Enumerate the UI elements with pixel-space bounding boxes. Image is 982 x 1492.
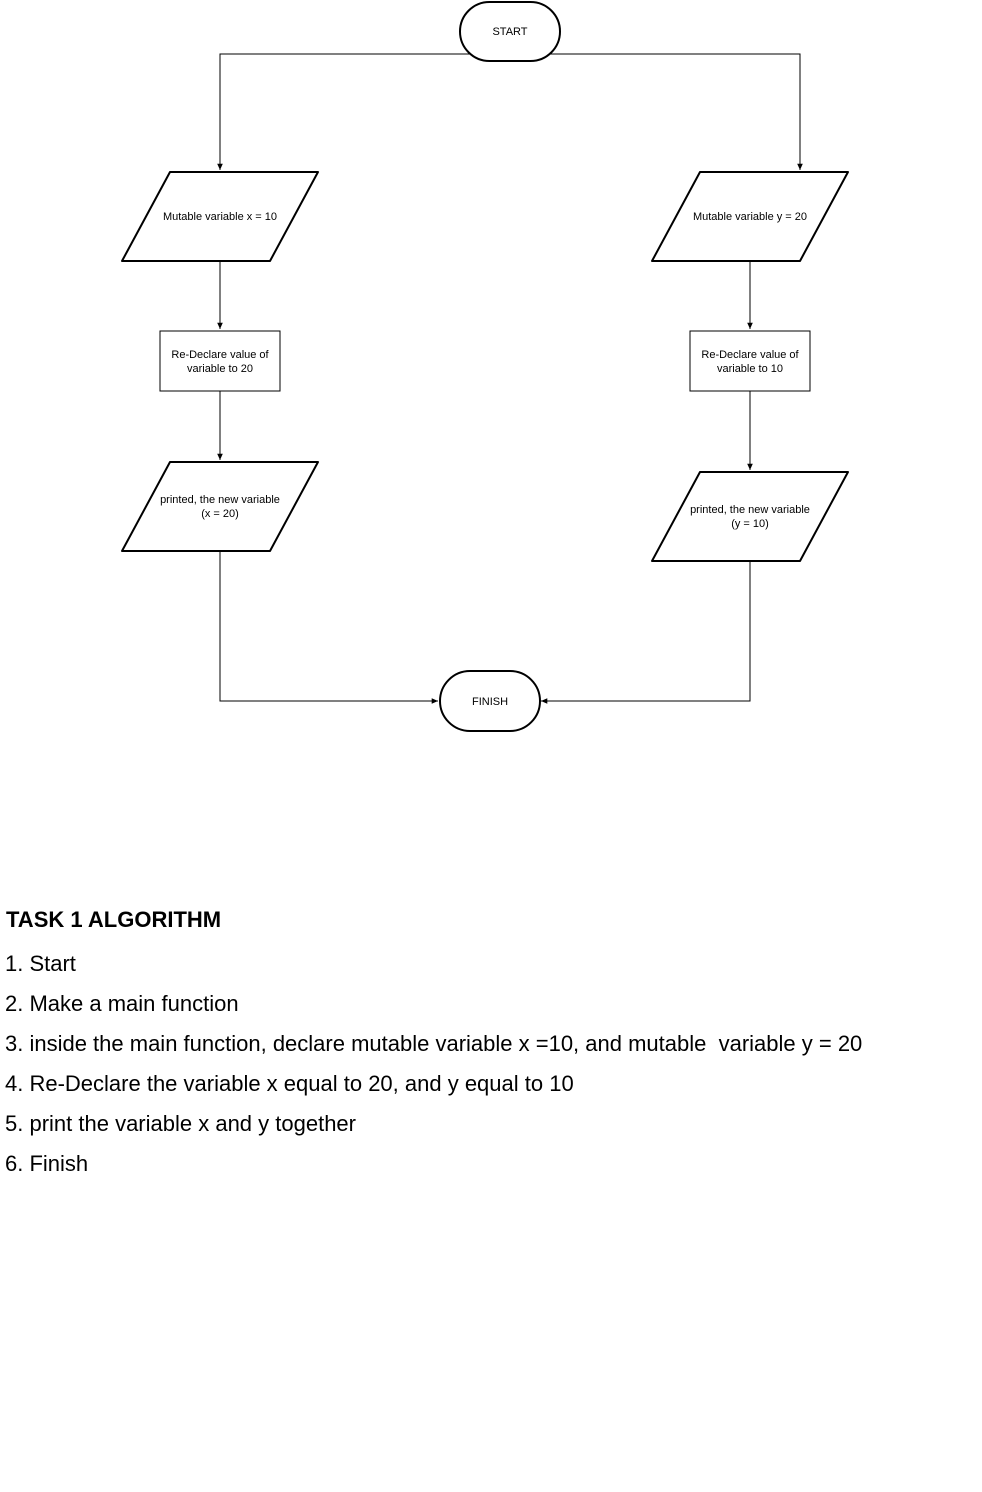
algorithm-step: 3. inside the main function, declare mut… [5,1031,863,1056]
input-label-x: Mutable variable x = 10 [163,211,277,223]
connector-start-left [217,53,470,170]
input-label-y: Mutable variable y = 20 [693,211,807,223]
input-node-x: Mutable variable x = 10 [121,171,319,262]
algorithm-step: 4. Re-Declare the variable x equal to 20… [5,1071,574,1096]
output-label-x-line2: (x = 20) [201,508,239,520]
output-label-x-line1: printed, the new variable [160,494,280,506]
process-node-x: Re-Declare value of variable to 20 [159,330,281,392]
process-label-x-line1: Re-Declare value of [171,349,269,361]
connector-start-right [550,53,803,170]
process-label-x-line2: variable to 20 [187,363,253,375]
algorithm-step: 2. Make a main function [5,991,239,1016]
algorithm-section: TASK 1 ALGORITHM 1. Start 2. Make a main… [5,906,975,1184]
process-node-y: Re-Declare value of variable to 10 [689,330,811,392]
start-label: START [492,26,527,38]
algorithm-step: 5. print the variable x and y together [5,1111,356,1136]
algorithm-step: 6. Finish [5,1151,89,1176]
process-label-y-line1: Re-Declare value of [701,349,799,361]
finish-label: FINISH [472,696,508,708]
connector-left-output-finish [219,551,438,704]
algorithm-title: TASK 1 ALGORITHM [6,907,222,932]
connector-right-output-finish [541,561,751,704]
output-label-y-line2: (y = 10) [731,518,769,530]
output-label-y-line1: printed, the new variable [690,504,810,516]
input-node-y: Mutable variable y = 20 [651,171,849,262]
finish-node: FINISH [439,670,541,732]
start-node: START [459,1,561,62]
flowchart: START Mutable variable x = 10 Re-Declare… [121,1,849,732]
algorithm-step: 1. Start [5,951,76,976]
process-label-y-line2: variable to 10 [717,363,783,375]
output-node-y: printed, the new variable (y = 10) [651,471,849,562]
output-node-x: printed, the new variable (x = 20) [121,461,319,552]
